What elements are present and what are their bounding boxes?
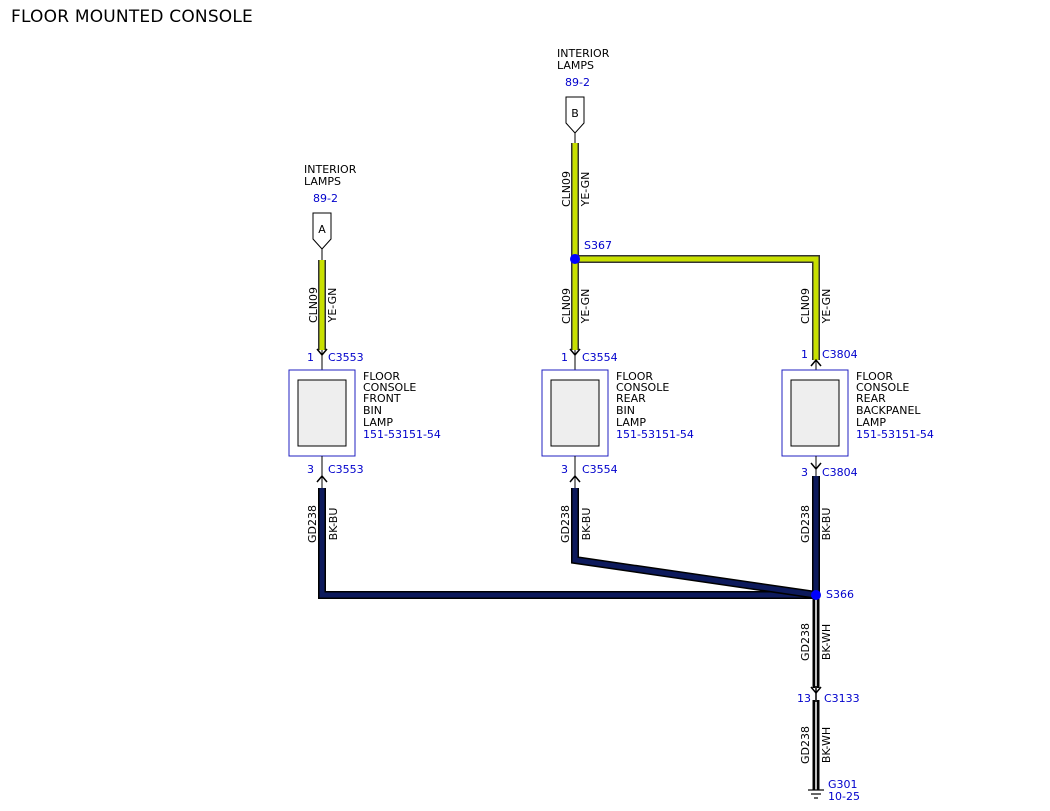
- pin-arrow-icon: [810, 358, 822, 367]
- top-pin: 1: [561, 351, 568, 364]
- component-name-line: FLOOR: [363, 370, 400, 383]
- ref-b-page: 89-2: [565, 76, 590, 89]
- top-pin: 1: [801, 348, 808, 361]
- wire-s367-branch-ye-gn[interactable]: [575, 255, 820, 360]
- pin-arrow-icon: [316, 348, 328, 357]
- component-name-line: FLOOR: [856, 370, 893, 383]
- ref-b-line1: INTERIOR: [557, 47, 610, 60]
- connector-id: C3133: [824, 692, 860, 705]
- wire-label-color: YE-GN: [326, 288, 339, 324]
- component-front-bin-lamp[interactable]: 1 C3553 3 C3553 FLOOR CONSOLE FRONT BIN …: [288, 348, 441, 488]
- ref-a-tag-icon: [312, 212, 332, 250]
- lamp-icon: [550, 379, 600, 447]
- ground-g301[interactable]: G301 10-25: [808, 778, 860, 803]
- bottom-connector: C3554: [582, 463, 618, 476]
- wire-label-color: YE-GN: [820, 289, 833, 325]
- pin-arrow-icon: [569, 348, 581, 357]
- wire-label-color: BK-BU: [327, 508, 340, 541]
- wire-mid-bk-bu[interactable]: [571, 488, 817, 599]
- component-name-line: LAMP: [363, 416, 393, 429]
- ref-b-tag-icon: [565, 96, 585, 134]
- splice-label: S366: [826, 588, 854, 601]
- splice-s367[interactable]: S367: [570, 239, 612, 264]
- splice-dot-icon: [570, 254, 580, 264]
- page-title: FLOOR MOUNTED CONSOLE: [11, 7, 254, 27]
- wire-label-color: BK-WH: [820, 727, 833, 763]
- reference-a[interactable]: INTERIOR LAMPS 89-2 A: [304, 163, 357, 260]
- wire-label-circuit: CLN09: [307, 287, 320, 323]
- bottom-pin: 3: [307, 463, 314, 476]
- component-name-line: CONSOLE: [856, 381, 909, 394]
- ground-name: G301: [828, 778, 858, 791]
- wire-label-circuit: CLN09: [799, 288, 812, 324]
- component-rear-bin-lamp[interactable]: 1 C3554 3 C3554 FLOOR CONSOLE REAR BIN L…: [541, 348, 694, 488]
- wire-label-circuit: GD238: [799, 505, 812, 543]
- wire-a-bk-bu[interactable]: [318, 488, 816, 599]
- ref-b-line2: LAMPS: [557, 59, 594, 72]
- wire-label-color: YE-GN: [579, 172, 592, 208]
- bottom-connector: C3804: [822, 466, 858, 479]
- component-ref: 151-53151-54: [616, 428, 694, 441]
- ref-a-page: 89-2: [313, 192, 338, 205]
- component-name-line: BACKPANEL: [856, 404, 921, 417]
- splice-label: S367: [584, 239, 612, 252]
- bottom-pin: 3: [801, 466, 808, 479]
- component-name-line: LAMP: [616, 416, 646, 429]
- bottom-pin: 3: [561, 463, 568, 476]
- wire-label-color: BK-WH: [820, 624, 833, 660]
- component-name-line: FRONT: [363, 392, 401, 405]
- component-name-line: REAR: [616, 392, 646, 405]
- component-name-line: BIN: [363, 404, 382, 417]
- component-name-line: CONSOLE: [616, 381, 669, 394]
- ref-a-letter: A: [318, 223, 326, 236]
- component-ref: 151-53151-54: [363, 428, 441, 441]
- splice-dot-icon: [811, 590, 821, 600]
- wire-label-circuit: CLN09: [560, 171, 573, 207]
- lamp-icon: [790, 379, 840, 447]
- ref-b-letter: B: [571, 107, 579, 120]
- ref-a-line1: INTERIOR: [304, 163, 357, 176]
- wire-label-circuit: GD238: [799, 623, 812, 661]
- wire-label-circuit: GD238: [306, 505, 319, 543]
- connector-c3133[interactable]: 13 C3133: [797, 686, 860, 705]
- pin-arrow-icon: [810, 686, 822, 695]
- reference-b[interactable]: INTERIOR LAMPS 89-2 B: [557, 47, 610, 143]
- ground-page-ref: 10-25: [828, 790, 860, 803]
- component-name-line: FLOOR: [616, 370, 653, 383]
- component-name-line: CONSOLE: [363, 381, 416, 394]
- connector-pin: 13: [797, 692, 811, 705]
- component-name-line: BIN: [616, 404, 635, 417]
- top-connector: C3553: [328, 351, 364, 364]
- pin-arrow-icon: [569, 474, 581, 483]
- component-rear-backpanel-lamp[interactable]: 1 C3804 3 C3804 FLOOR CONSOLE REAR BACKP…: [781, 348, 934, 479]
- pin-arrow-icon: [810, 462, 822, 471]
- splice-s366[interactable]: S366: [811, 588, 854, 601]
- pin-arrow-icon: [316, 474, 328, 483]
- wire-label-color: BK-BU: [580, 508, 593, 541]
- lamp-icon: [297, 379, 347, 447]
- bottom-connector: C3553: [328, 463, 364, 476]
- component-name-line: LAMP: [856, 416, 886, 429]
- component-name-line: REAR: [856, 392, 886, 405]
- top-connector: C3554: [582, 351, 618, 364]
- wire-label-color: YE-GN: [579, 289, 592, 325]
- top-pin: 1: [307, 351, 314, 364]
- top-connector: C3804: [822, 348, 858, 361]
- wire-label-circuit: GD238: [559, 505, 572, 543]
- wire-labels: CLN09 YE-GN CLN09 YE-GN CLN09 YE-GN CLN0…: [306, 171, 833, 764]
- ref-a-line2: LAMPS: [304, 175, 341, 188]
- component-ref: 151-53151-54: [856, 428, 934, 441]
- wire-label-circuit: CLN09: [560, 288, 573, 324]
- wire-label-circuit: GD238: [799, 726, 812, 764]
- wire-label-color: BK-BU: [820, 508, 833, 541]
